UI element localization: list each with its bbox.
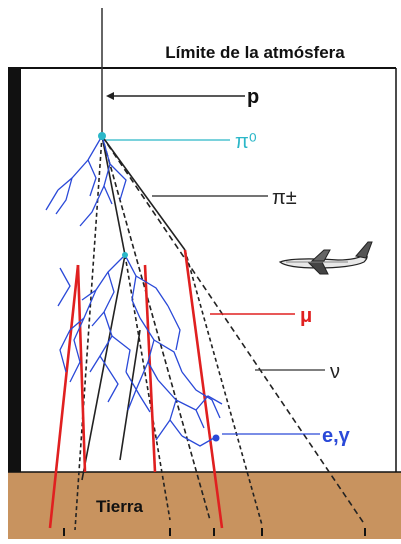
em-branch-16	[153, 339, 183, 373]
airplane-icon	[278, 241, 373, 275]
hadron-track-2	[101, 135, 126, 256]
label-neutrino: ν	[330, 361, 340, 383]
secondary-vertex	[122, 252, 128, 258]
em-branch-21	[155, 419, 171, 441]
left-frame-bar	[8, 68, 21, 472]
em-branch-11	[135, 275, 169, 307]
hadron-tracks	[74, 135, 366, 531]
em-branch-29	[125, 371, 151, 413]
label-proton: p	[247, 86, 259, 108]
hadron-track-5	[101, 135, 186, 251]
label-electron-gamma: e,γ	[322, 425, 351, 447]
label-charged-pion: π±	[272, 187, 297, 209]
em-branch-25	[181, 371, 221, 419]
em-pointer-dot	[212, 434, 220, 442]
em-branch-1	[57, 135, 103, 191]
ground-label: Tierra	[96, 497, 143, 516]
em-branch-4	[101, 135, 113, 205]
hadron-track-6	[184, 249, 263, 526]
ground-exit-marks	[63, 528, 366, 536]
em-branch-6	[109, 163, 127, 201]
em-branch-24	[69, 317, 85, 383]
muon-track-1	[48, 264, 80, 529]
hadron-track-8	[119, 329, 141, 461]
em-branch-10	[124, 254, 141, 319]
em-branch-2	[87, 159, 97, 197]
ground-area	[8, 472, 401, 539]
label-neutral-pion: π⁰	[235, 131, 257, 153]
atmosphere-label: Límite de la atmósfera	[165, 43, 345, 62]
muon-tracks	[48, 249, 224, 529]
hadron-track-3	[81, 254, 126, 481]
hadron-track-1	[74, 135, 103, 531]
em-branch-5	[79, 185, 105, 227]
em-branch-23	[59, 329, 71, 373]
hadron-track-7	[101, 135, 211, 521]
em-branch-28	[195, 395, 223, 411]
em-branch-3	[55, 177, 73, 215]
em-branch-7	[45, 189, 59, 211]
label-muon: μ	[300, 305, 312, 327]
em-branch-15	[139, 317, 159, 381]
em-branch-27	[57, 267, 71, 307]
muon-track-3	[143, 264, 157, 473]
muon-track-4	[183, 249, 224, 529]
interaction-vertex	[98, 132, 106, 140]
em-branch-13	[89, 311, 113, 373]
em-branch-19	[157, 379, 183, 437]
muon-track-2	[76, 264, 87, 473]
em-branch-9	[91, 271, 115, 327]
em-branch-22	[181, 435, 215, 447]
em-branch-26	[167, 305, 181, 351]
em-branch-8	[81, 254, 126, 301]
proton-pointer-arrow	[106, 92, 114, 100]
em-branch-17	[99, 355, 119, 403]
em-branch-14	[111, 335, 131, 373]
em-shower	[45, 135, 223, 447]
neutrino-track	[101, 135, 366, 526]
